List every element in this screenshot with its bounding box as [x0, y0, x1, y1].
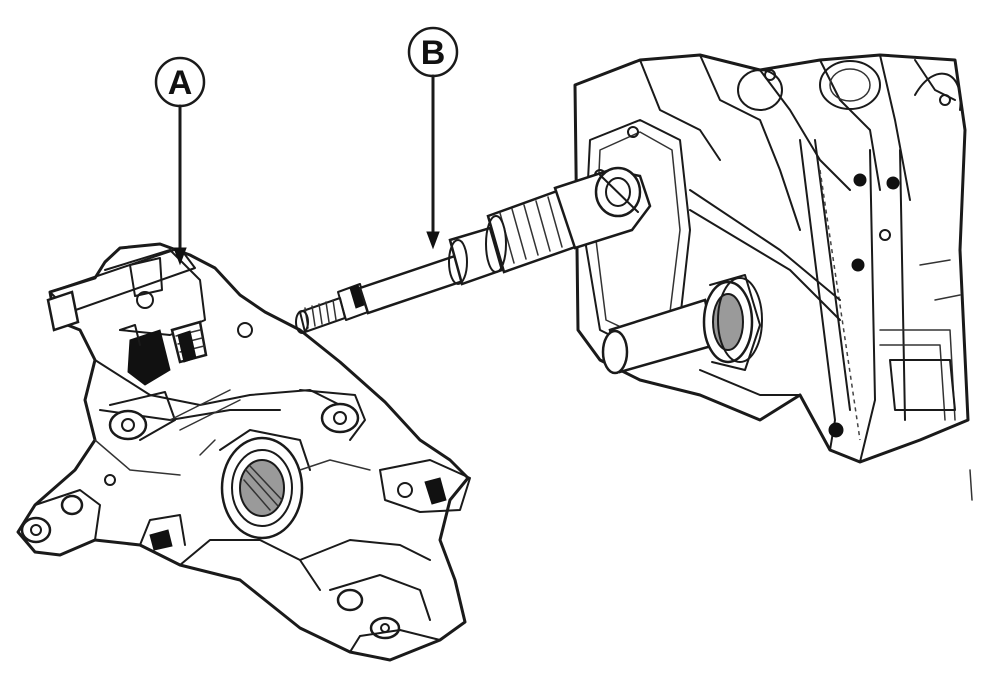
seal-bore — [219, 429, 311, 540]
output-stub-shaft — [601, 274, 763, 375]
engine-block — [573, 53, 973, 501]
callout-b-label: B — [421, 34, 446, 72]
callout-b: B — [407, 26, 459, 250]
shaft — [295, 166, 652, 334]
callout-a: A — [154, 56, 206, 266]
callout-a-label: A — [168, 64, 193, 102]
valve-fittings — [119, 320, 208, 386]
housing — [16, 242, 471, 662]
